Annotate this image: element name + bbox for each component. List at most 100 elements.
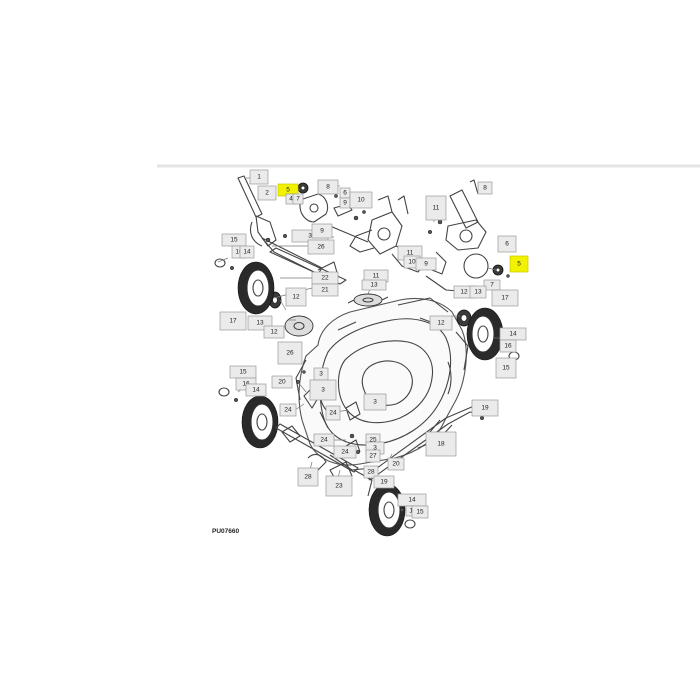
callout-19: 19: [471, 399, 499, 417]
callout-label: 16: [235, 249, 243, 256]
callout-label: 18: [437, 441, 445, 448]
callout-12: 12: [263, 325, 285, 339]
callout-28: 28: [363, 465, 379, 479]
callout-26: 26: [307, 239, 335, 255]
callout-label: 26: [317, 244, 325, 251]
callout-box: [239, 245, 255, 259]
callout-box: [425, 431, 457, 457]
callout-18: 18: [425, 431, 457, 457]
center-blade-disc: [347, 293, 389, 307]
callout-box: [325, 475, 353, 497]
callout-15: 15: [495, 357, 517, 379]
callout-box: [387, 457, 405, 471]
callout-label: 24: [341, 449, 349, 456]
callout-14: 14: [245, 383, 267, 397]
callout-label: 10: [408, 259, 416, 266]
callout-box: [311, 223, 333, 239]
callout-14: 14: [499, 327, 527, 341]
callout-label: 3: [308, 233, 312, 240]
callout-label: 3: [319, 371, 323, 378]
handle-height-adjuster: [237, 175, 323, 275]
callout-11: 11: [425, 195, 447, 221]
callout-label: 14: [243, 249, 251, 256]
callout-8: 8: [317, 179, 339, 195]
callout-21: 21: [311, 283, 339, 297]
callout-box: [313, 433, 335, 447]
callout-label: 6: [343, 190, 347, 197]
callout-label: 12: [460, 289, 468, 296]
callout-box: [363, 465, 379, 479]
callout-box: [307, 239, 335, 255]
callout-6: 6: [339, 187, 351, 199]
callout-label: 9: [424, 261, 428, 268]
callout-box: [361, 279, 387, 291]
rear-right-wheel: [466, 307, 504, 361]
callout-label: 11: [433, 205, 440, 212]
callout-box: [257, 185, 277, 201]
callout-24: 24: [325, 405, 341, 421]
callout-label: 5: [517, 261, 521, 268]
callout-box: [495, 357, 517, 379]
callout-box: [263, 325, 285, 339]
callout-label: 20: [392, 461, 400, 468]
callout-label: 14: [252, 387, 260, 394]
callout-label: 6: [505, 241, 509, 248]
callout-8: 8: [477, 181, 493, 195]
callout-22: 22: [311, 271, 339, 285]
callout-label: 24: [320, 437, 328, 444]
callout-box: [411, 505, 429, 519]
callout-6: 6: [497, 235, 517, 253]
front-right-wheel: [368, 483, 406, 537]
callout-label: 13: [370, 282, 378, 289]
callout-label: 19: [481, 405, 489, 412]
callout-box: [491, 289, 519, 307]
callout-label: 5: [286, 187, 290, 194]
callout-17: 17: [219, 311, 247, 331]
front-left-wheel: [241, 395, 279, 449]
callout-box: [277, 341, 303, 365]
callout-label: 8: [326, 184, 330, 191]
callout-box: [469, 285, 487, 299]
callout-label: 24: [329, 410, 337, 417]
callout-12: 12: [429, 315, 453, 331]
callout-1: 1: [249, 169, 269, 185]
callout-label: 25: [369, 437, 377, 444]
callout-box: [373, 475, 395, 489]
left-blade-disc: [284, 315, 314, 337]
callout-label: 15: [230, 237, 238, 244]
callout-9: 9: [339, 197, 351, 209]
callout-23: 23: [325, 475, 353, 497]
callout-label: 17: [501, 295, 509, 302]
callout-label: 15: [239, 369, 247, 376]
callout-box: [249, 169, 269, 185]
callout-label: 15: [502, 365, 510, 372]
callout-5: 5: [277, 183, 299, 197]
rear-right-drive-bracket: [425, 179, 487, 293]
callout-box: [325, 405, 341, 421]
callout-15: 15: [411, 505, 429, 519]
callout-9: 9: [311, 223, 333, 239]
callout-label: 16: [504, 343, 512, 350]
callout-label: 17: [229, 318, 237, 325]
callout-20: 20: [271, 375, 293, 389]
callout-27: 27: [365, 449, 381, 463]
callout-3: 3: [313, 367, 329, 381]
callout-20: 20: [387, 457, 405, 471]
callout-5: 5: [509, 255, 529, 273]
callout-15: 15: [221, 233, 247, 247]
callout-label: 12: [437, 320, 445, 327]
callout-label: 7: [296, 196, 300, 203]
callout-box: [317, 179, 339, 195]
callout-3: 3: [363, 393, 387, 411]
callout-label: 3: [321, 387, 325, 394]
callout-label: 9: [320, 228, 324, 235]
callout-box: [497, 235, 517, 253]
callout-2: 2: [257, 185, 277, 201]
callout-17: 17: [491, 289, 519, 307]
callout-label: 19: [380, 479, 388, 486]
callout-label: 7: [490, 282, 494, 289]
callout-16: 16: [499, 339, 517, 353]
callout-box: [219, 311, 247, 331]
callout-label: 3: [373, 399, 377, 406]
